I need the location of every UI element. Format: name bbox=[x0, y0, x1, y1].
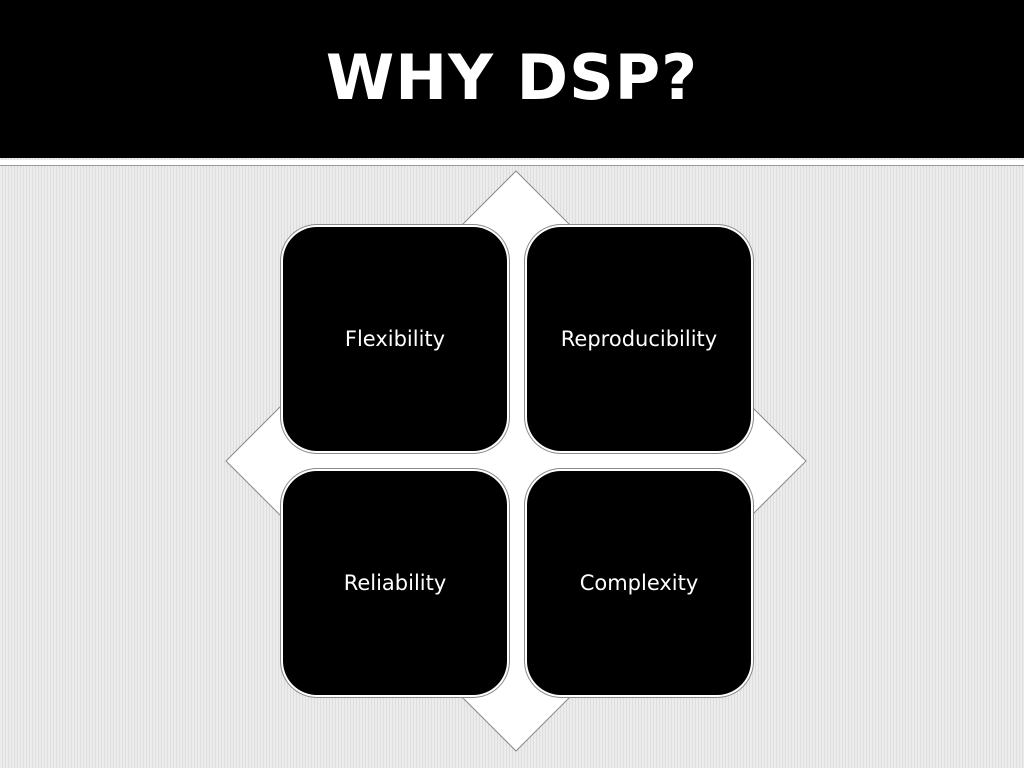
tile-complexity: Complexity bbox=[527, 471, 751, 695]
tile-label-flexibility: Flexibility bbox=[344, 327, 446, 351]
tile-label-reliability: Reliability bbox=[343, 571, 447, 595]
title-divider bbox=[0, 160, 1024, 166]
tile-label-complexity: Complexity bbox=[579, 571, 699, 595]
tile-flexibility: Flexibility bbox=[283, 227, 507, 451]
tile-reproducibility: Reproducibility bbox=[527, 227, 751, 451]
tile-reliability: Reliability bbox=[283, 471, 507, 695]
tile-label-reproducibility: Reproducibility bbox=[560, 327, 718, 351]
slide-title: WHY DSP? bbox=[325, 41, 699, 114]
title-bar bbox=[0, 0, 1024, 158]
